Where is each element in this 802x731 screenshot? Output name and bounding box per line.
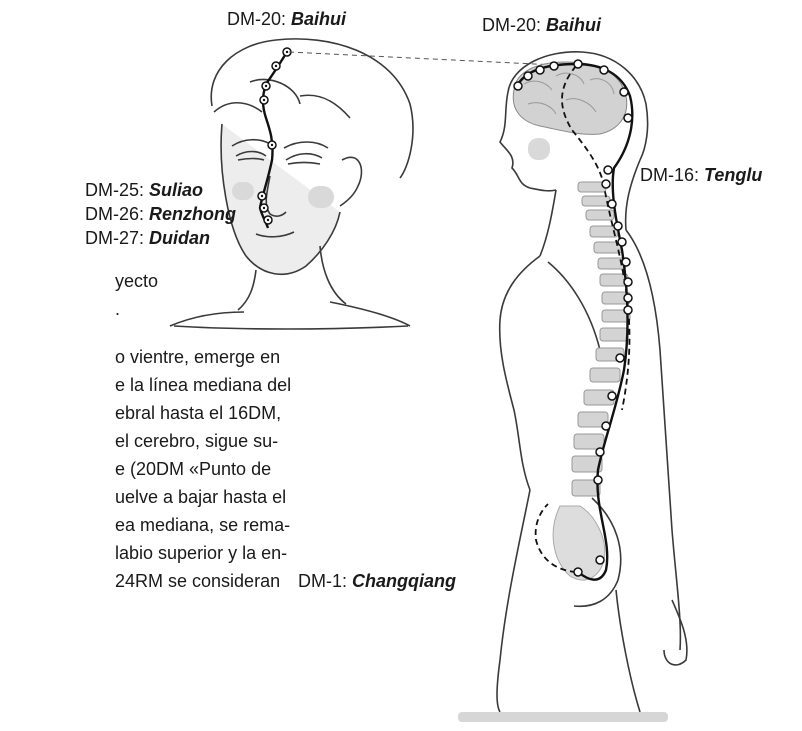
- side-leg-front: [497, 490, 530, 712]
- side-neck-back: [626, 160, 640, 230]
- text-line: ebral hasta el 16DM,: [115, 400, 281, 428]
- text-line: el cerebro, sigue su-: [115, 428, 278, 456]
- front-ear: [340, 157, 361, 206]
- label-name: Renzhong: [149, 204, 236, 224]
- label-dm16: DM-16: Tenglu: [640, 164, 762, 186]
- label-prefix: DM-20:: [482, 15, 546, 35]
- front-head-figure: [170, 39, 413, 329]
- label-dm27: DM-27: Duidan: [85, 227, 210, 249]
- side-hand: [664, 600, 687, 665]
- label-name: Changqiang: [352, 571, 456, 591]
- text-line: o vientre, emerge en: [115, 344, 280, 372]
- side-leg-back: [616, 590, 640, 712]
- label-name: Baihui: [291, 9, 346, 29]
- text-line: ea mediana, se rema-: [115, 512, 290, 540]
- label-name: Suliao: [149, 180, 203, 200]
- text-line: uelve a bajar hasta el: [115, 484, 286, 512]
- front-cheek-shade: [232, 182, 254, 200]
- front-hair-fringe: [214, 79, 350, 118]
- label-prefix: DM-25:: [85, 180, 149, 200]
- side-neck-front: [540, 190, 556, 256]
- acupoint-dm20-side: [574, 60, 582, 68]
- label-prefix: DM-1:: [298, 571, 352, 591]
- front-shoulders: [170, 302, 410, 326]
- side-arm-front: [548, 262, 600, 350]
- label-dm25: DM-25: Suliao: [85, 179, 203, 201]
- baihui-connector: [289, 52, 576, 66]
- text-line: e (20DM «Punto de: [115, 456, 271, 484]
- label-prefix: DM-20:: [227, 9, 291, 29]
- label-prefix: DM-26:: [85, 204, 149, 224]
- text-line: e la línea mediana del: [115, 372, 291, 400]
- side-cheek-shade: [528, 138, 550, 160]
- side-arm-back: [626, 230, 680, 650]
- label-dm26: DM-26: Renzhong: [85, 203, 236, 225]
- text-line: 24RM se consideran: [115, 568, 280, 596]
- acupoint-dm1: [574, 568, 582, 576]
- text-line: labio superior y la en-: [115, 540, 287, 568]
- label-prefix: DM-27:: [85, 228, 149, 248]
- label-prefix: DM-16:: [640, 165, 704, 185]
- front-right-brow: [284, 142, 328, 148]
- text-line: .: [115, 296, 120, 324]
- front-bottom-edge: [174, 326, 408, 329]
- label-dm1: DM-1: Changqiang: [298, 570, 456, 592]
- label-name: Baihui: [546, 15, 601, 35]
- front-right-eye: [286, 154, 322, 164]
- label-name: Duidan: [149, 228, 210, 248]
- text-line: yecto: [115, 268, 158, 296]
- front-cheek-shade-right: [308, 186, 334, 208]
- label-dm20-side: DM-20: Baihui: [482, 14, 601, 36]
- side-torso-front: [500, 256, 540, 490]
- label-dm20-front: DM-20: Baihui: [227, 8, 346, 30]
- label-name: Tenglu: [704, 165, 762, 185]
- acupoint-dm16: [604, 166, 612, 174]
- side-floor-shadow: [458, 712, 668, 722]
